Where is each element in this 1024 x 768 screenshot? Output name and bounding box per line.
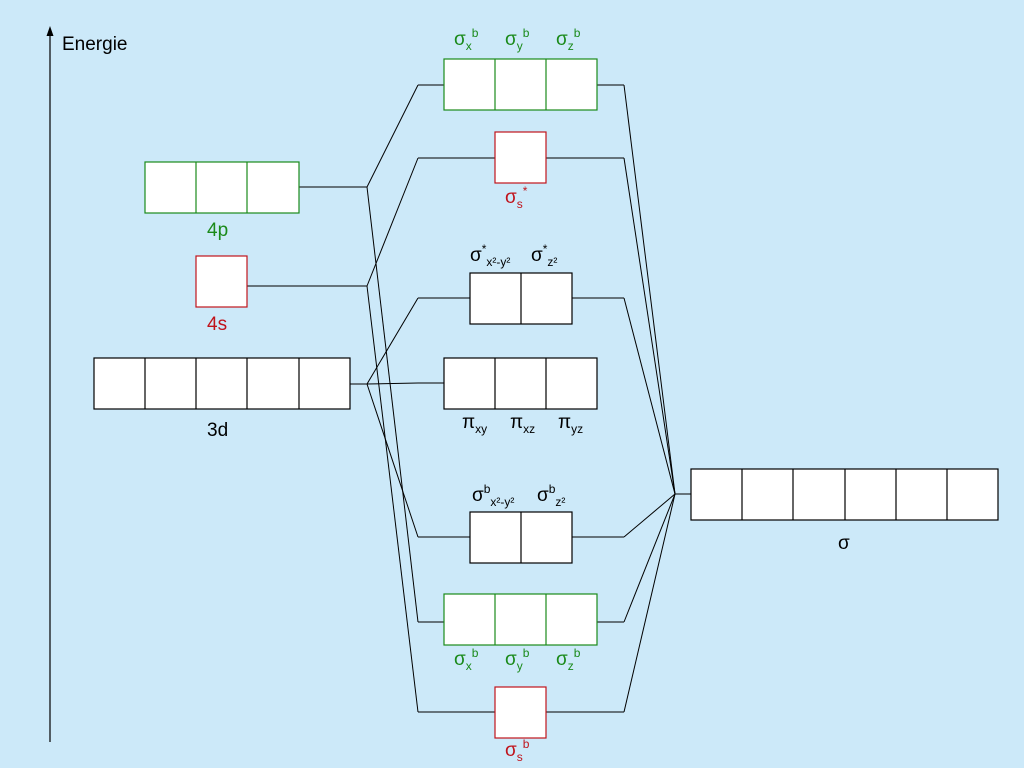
label-sigma-s-antibonding: σs* xyxy=(505,184,528,211)
label-sigma-x2y2-bonding: σbx²-y² xyxy=(472,482,515,509)
ligand-sigma-orbitals xyxy=(690,468,999,521)
mo-sigma-p-bonding xyxy=(443,593,598,646)
label-sigma-x2y2-antibonding: σ*x²-y² xyxy=(470,242,511,269)
label-ligand-sigma: σ xyxy=(838,533,850,554)
label-sigma-z2-bonding: σbz² xyxy=(537,482,566,509)
label-sigma-y-antibonding: σyb xyxy=(505,26,530,53)
energy-axis-arrowhead xyxy=(46,26,54,36)
mo-sigma-d-antibonding xyxy=(469,272,573,325)
mo-sigma-s-antibonding xyxy=(494,131,547,184)
connector-lines xyxy=(247,84,691,713)
mo-sigma-p-antibonding xyxy=(443,58,598,111)
label-4p: 4p xyxy=(207,220,229,241)
energy-axis-label: Energie xyxy=(62,34,128,55)
label-3d: 3d xyxy=(207,420,229,441)
label-sigma-s-bonding: σsb xyxy=(505,737,530,764)
label-pi-xy: πxy xyxy=(462,412,488,436)
mo-sigma-d-bonding xyxy=(469,511,573,564)
label-pi-xz: πxz xyxy=(510,412,536,436)
label-sigma-z-bonding: σzb xyxy=(556,646,581,673)
label-pi-yz: πyz xyxy=(558,412,584,436)
mo-sigma-s-bonding xyxy=(494,686,547,739)
label-sigma-x-bonding: σxb xyxy=(454,646,479,673)
orbital-4p xyxy=(144,161,300,214)
label-sigma-x-antibonding: σxb xyxy=(454,26,479,53)
mo-pi-nonbonding xyxy=(443,357,598,410)
label-sigma-y-bonding: σyb xyxy=(505,646,530,673)
label-4s: 4s xyxy=(207,314,228,335)
label-sigma-z-antibonding: σzb xyxy=(556,26,581,53)
orbital-3d xyxy=(93,357,351,410)
label-sigma-z2-antibonding: σ*z² xyxy=(531,242,558,269)
orbital-4s xyxy=(195,255,248,308)
